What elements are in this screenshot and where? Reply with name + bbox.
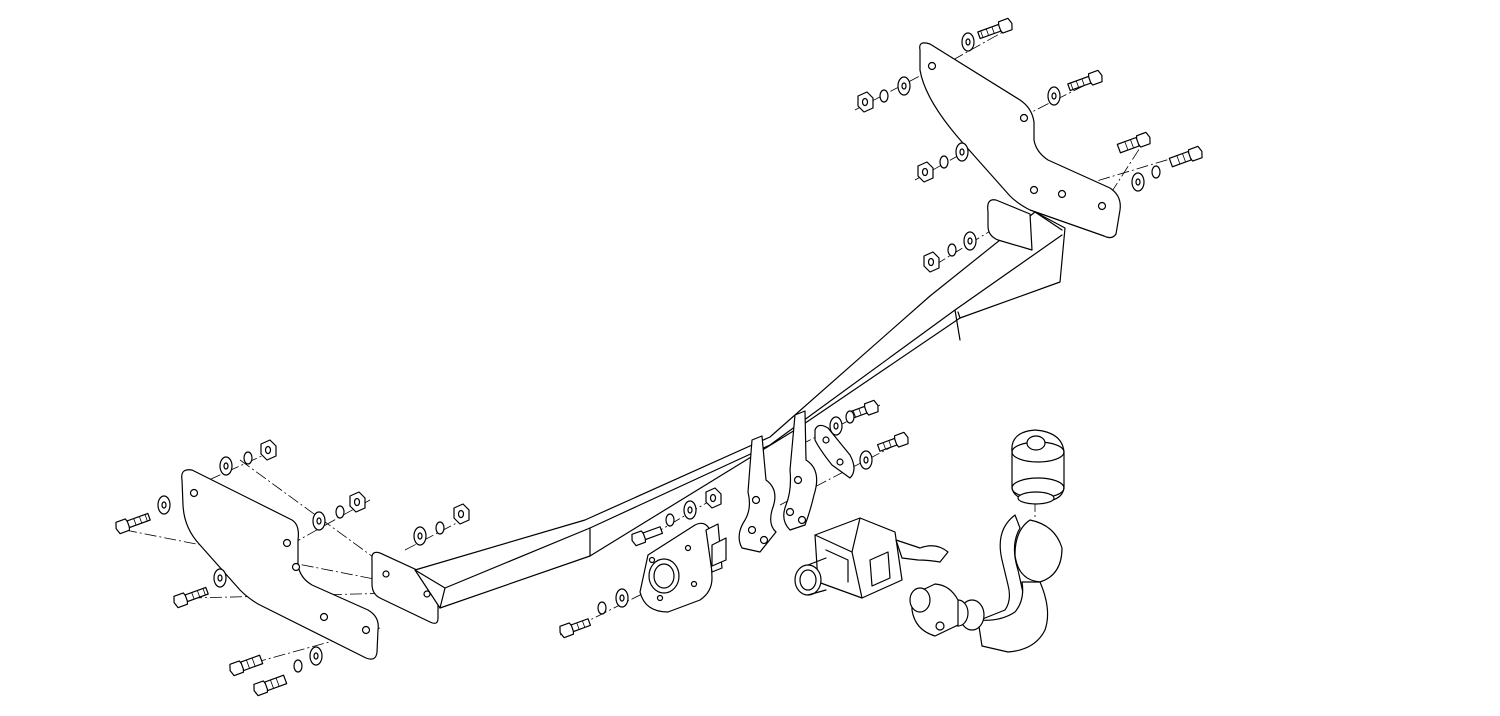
washer [615,588,629,608]
bolt [173,586,209,609]
bolt [1067,69,1103,92]
left-mounting-plate [181,469,379,660]
bolt [253,674,288,697]
lock-washer [665,513,675,527]
bolt [631,526,664,547]
lock-washer [335,505,345,519]
lock-washer [947,243,957,257]
washer [955,142,969,162]
nut [923,251,940,273]
bolt [559,618,592,639]
lock-washer [435,521,445,535]
nuts [260,91,940,525]
tow-ball-cover [1011,429,1065,505]
detachable-tow-ball-neck [909,514,1063,653]
lock-washers [243,89,1161,673]
washer [219,456,233,476]
bolt [1116,131,1151,154]
nut [917,161,934,183]
washers [157,32,1145,666]
lock-washer [939,155,949,169]
washer [1131,172,1145,192]
lock-washer [845,410,855,424]
nut [453,503,470,525]
lock-washer [243,451,253,465]
nut [705,487,722,509]
nut [260,439,277,461]
bolt [876,431,909,452]
washer [961,32,975,52]
right-mounting-plate [919,42,1121,239]
washer [312,511,326,531]
nut [857,91,874,113]
crossbar-beam [371,199,1066,624]
lock-washer [597,601,607,615]
ball-receiver-lock [794,517,949,599]
washer [1047,86,1061,106]
center-mounting-bracket [738,410,855,553]
bolt [977,17,1013,40]
washer [829,416,843,436]
bolt [229,654,264,677]
bolt [1168,145,1203,168]
bolts [115,17,1203,697]
washer [309,646,323,666]
lock-washer [293,659,303,673]
lock-washer [1151,165,1161,179]
socket-plate [639,522,727,613]
washer [213,568,227,588]
lock-washer [879,89,889,103]
washer [157,495,171,515]
washer [413,526,427,546]
washer [683,500,697,520]
washer [897,76,911,96]
washer [859,450,873,470]
washer [963,231,977,251]
nut [349,491,366,513]
bolt [115,512,151,535]
